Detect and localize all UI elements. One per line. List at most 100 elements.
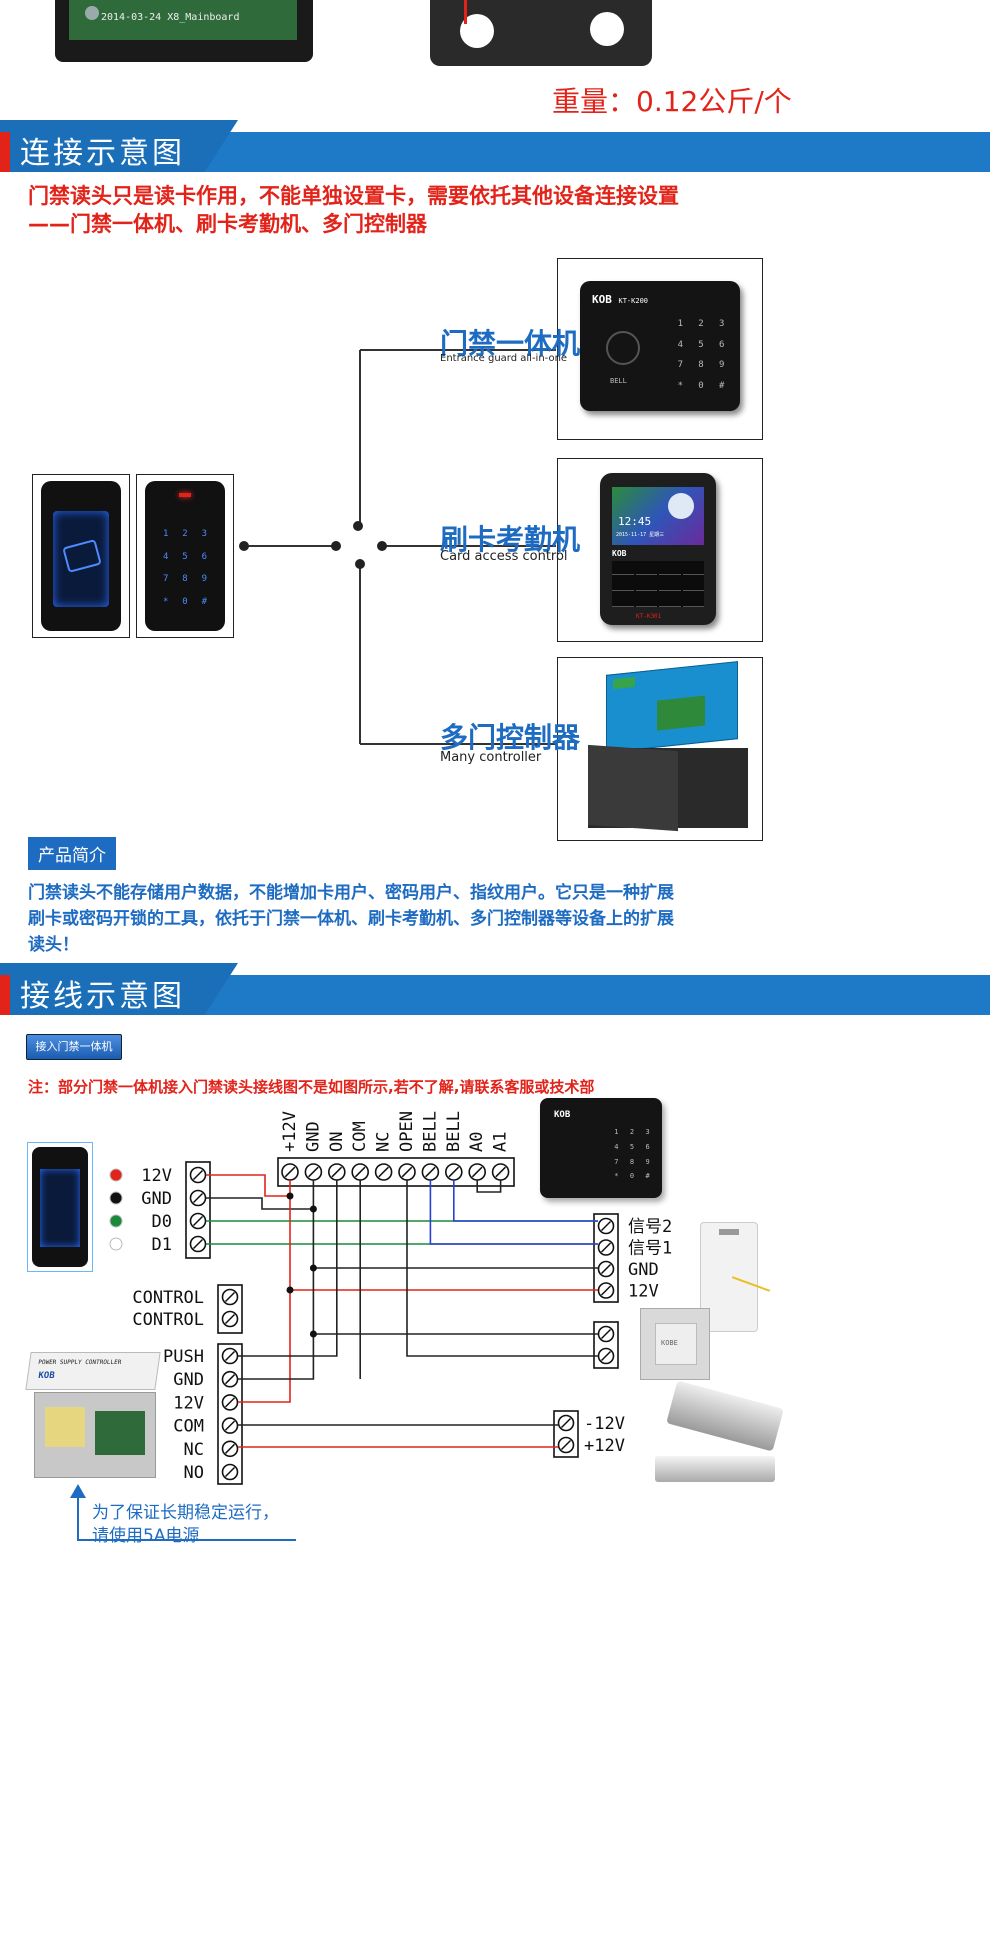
- screen-time: 12:45: [618, 515, 652, 528]
- keypad-key: 9: [718, 360, 725, 370]
- signal-terminal-label: 信号1: [628, 1239, 672, 1259]
- keypad-key: #: [645, 1172, 650, 1181]
- wire: [238, 1180, 315, 1380]
- arrow-head-icon: [70, 1484, 86, 1498]
- terminal-slot: [192, 1238, 204, 1250]
- section-banner-connection: 连接示意图: [0, 120, 990, 172]
- reader-image-wiring: [27, 1142, 93, 1272]
- keypad-key: 8: [182, 574, 188, 584]
- section-title-connection: 连接示意图: [20, 136, 185, 171]
- product-intro-title: 产品简介: [28, 837, 116, 870]
- connect-all-in-one-button[interactable]: 接入门禁一体机: [26, 1034, 122, 1060]
- junction-dot: [309, 1264, 317, 1272]
- psu-brand: KOB: [37, 1371, 56, 1381]
- device-label-cn-2: 刷卡考勤机: [440, 523, 581, 556]
- keypad-key: *: [677, 380, 684, 391]
- terminal-slot: [600, 1285, 612, 1296]
- power-supply-image: POWER SUPPLY CONTROLLER KOB: [25, 1352, 161, 1482]
- device-label-en-2: Card access control: [440, 549, 568, 564]
- top-terminal-label: BELL: [420, 1111, 440, 1152]
- wire: [452, 1180, 598, 1222]
- brand-logo-1: KOB: [592, 293, 612, 306]
- terminal-slot: [224, 1443, 236, 1454]
- model-label-2: KT-K301: [636, 613, 662, 620]
- keypad-key: 5: [182, 551, 188, 562]
- device-label-en-1: Entrance guard all-in-one: [440, 353, 568, 364]
- keypad-key: 1: [677, 319, 684, 329]
- top-terminal-label: NC: [374, 1132, 394, 1152]
- magnetic-lock-image: [655, 1456, 775, 1482]
- exit-button-image: KOBE: [640, 1308, 710, 1380]
- brand-logo-wiring: KOB: [554, 1110, 571, 1120]
- weight-text: 重量：0.12公斤/个: [552, 85, 792, 118]
- wire: [406, 1180, 598, 1357]
- terminal-slot: [425, 1166, 436, 1178]
- power-note-line-1: 为了保证长期稳定运行，: [92, 1503, 279, 1523]
- keypad-key: 1: [162, 529, 169, 539]
- section-banner-wiring: 接线示意图: [0, 963, 990, 1015]
- reader-wire-color-dot: [109, 1237, 123, 1251]
- reader-image-card: [32, 474, 130, 638]
- terminal-slot: [192, 1169, 204, 1181]
- door-sensor-image: [700, 1222, 771, 1332]
- keypad-key: 6: [718, 339, 725, 350]
- signal-terminal-label: GND: [628, 1260, 659, 1280]
- product-intro-line-1: 门禁读头不能存储用户数据，不能增加卡用户、密码用户、指纹用户。它只是一种扩展: [28, 883, 674, 903]
- signal-terminal-label: 12V: [628, 1282, 659, 1302]
- terminal-slot: [600, 1220, 612, 1232]
- keypad-key: 2: [629, 1128, 635, 1136]
- reader-wire-color-dot: [109, 1191, 123, 1205]
- wire: [206, 1197, 313, 1210]
- keypad-key: 4: [162, 551, 169, 562]
- psu-terminal-label: GND: [173, 1370, 204, 1390]
- lock-terminal-label: +12V: [584, 1436, 625, 1456]
- keypad-key: 5: [629, 1142, 635, 1151]
- psu-terminal-label: PUSH: [163, 1347, 204, 1367]
- top-terminal-label: A0: [467, 1132, 487, 1152]
- terminal-slot: [600, 1328, 612, 1340]
- terminal-slot: [224, 1374, 236, 1385]
- junction-dot: [309, 1205, 317, 1213]
- wire: [238, 1180, 338, 1357]
- top-terminal-label: A1: [491, 1132, 511, 1152]
- control-terminal-label: CONTROL: [132, 1310, 204, 1330]
- device-image-controller: [557, 657, 763, 841]
- keypad-key: 8: [629, 1157, 635, 1166]
- keypad-key: 9: [201, 574, 208, 584]
- device-image-attendance: 12:45 2015-11-17 星期三 KOB KT-K301: [557, 458, 763, 642]
- keypad-key: 0: [698, 380, 704, 391]
- keypad-key: *: [614, 1172, 619, 1181]
- lock-terminal-label: -12V: [584, 1414, 625, 1434]
- wire: [429, 1180, 598, 1245]
- reader-terminal-label: D0: [152, 1212, 172, 1232]
- reader-terminal-label: 12V: [141, 1166, 172, 1186]
- top-terminal-label: COM: [350, 1121, 370, 1152]
- mainboard-photo: 2014-03-24 X8_Mainboard: [55, 0, 313, 62]
- device-label-cn-3: 多门控制器: [440, 721, 581, 754]
- reader-wire-color-dot: [109, 1168, 123, 1182]
- terminal-slot: [224, 1291, 236, 1303]
- keypad-key: *: [162, 596, 169, 607]
- terminal-slot: [224, 1466, 236, 1478]
- terminal-slot: [331, 1166, 343, 1178]
- keypad-key: 1: [614, 1128, 619, 1136]
- terminal-slot: [224, 1313, 236, 1325]
- keypad-key: #: [201, 596, 208, 607]
- keypad-key: 7: [677, 360, 684, 370]
- psu-terminal-label: 12V: [173, 1393, 204, 1413]
- reader-terminal-label: D1: [152, 1235, 172, 1255]
- psu-terminal-label: NO: [184, 1463, 204, 1483]
- terminal-slot: [600, 1350, 612, 1362]
- psu-terminal-block: [217, 1343, 243, 1485]
- bell-label: BELL: [610, 377, 627, 385]
- terminal-slot: [192, 1215, 204, 1227]
- terminal-slot: [448, 1166, 460, 1178]
- section-title-wiring: 接线示意图: [20, 979, 185, 1014]
- power-note-arrow: [77, 1488, 296, 1541]
- terminal-slot: [401, 1166, 413, 1178]
